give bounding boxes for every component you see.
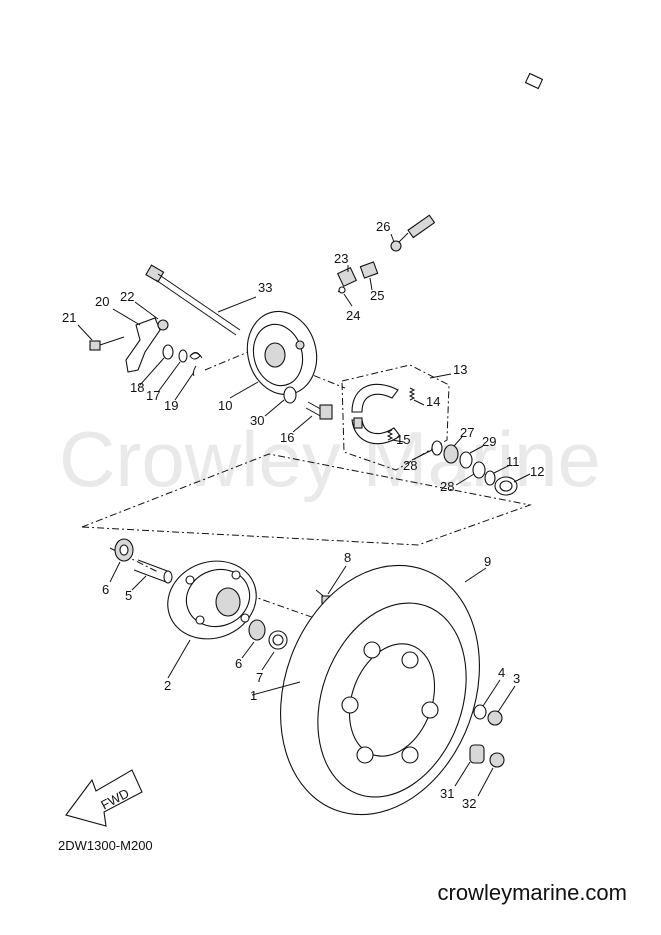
part-25-fitting <box>359 261 379 279</box>
callout-6: 6 <box>102 582 109 597</box>
part-20-cam-lever <box>125 317 161 373</box>
part-9-tire-and-wheel <box>280 564 480 816</box>
part-11-washer <box>484 470 496 486</box>
callout-15: 15 <box>396 432 410 447</box>
part-18-washer <box>162 344 174 360</box>
callout-25: 25 <box>370 288 384 303</box>
watermark-text: Crowley Marine <box>59 415 601 503</box>
callout-26: 26 <box>376 219 390 234</box>
part-6-bearing-2 <box>248 619 266 641</box>
callout-11: 11 <box>506 454 520 469</box>
callout-28b: 28 <box>440 479 454 494</box>
fwd-arrow-icon: FWD <box>65 769 143 827</box>
part-21-bolt <box>89 336 125 351</box>
callout-20: 20 <box>95 294 109 309</box>
part-3-nut <box>487 710 503 726</box>
callout-2: 2 <box>164 678 171 693</box>
part-29-washer <box>459 451 473 469</box>
part-16-camshaft <box>305 401 333 420</box>
part-28-washer <box>431 440 443 456</box>
callout-22: 22 <box>120 289 134 304</box>
callout-23: 23 <box>334 251 348 266</box>
callout-16: 16 <box>280 430 294 445</box>
part-22-nut <box>157 319 169 331</box>
part-27-gear <box>443 444 459 464</box>
callout-5: 5 <box>125 588 132 603</box>
callout-labels: 1 2 3 4 5 6 6 7 8 9 10 11 12 13 14 15 16… <box>62 219 544 811</box>
part-26-nut <box>390 240 402 252</box>
callout-12: 12 <box>530 464 544 479</box>
part-4-washer <box>473 704 487 720</box>
callout-17: 17 <box>146 388 160 403</box>
part-2-hub <box>167 560 257 640</box>
part-28-washer-2 <box>472 461 486 479</box>
part-14-spring <box>408 387 416 401</box>
part-5-collar <box>133 559 173 584</box>
callout-28: 28 <box>403 458 417 473</box>
callout-18: 18 <box>130 380 144 395</box>
callout-13: 13 <box>453 362 467 377</box>
part-10-brake-plate <box>246 310 318 396</box>
callout-7: 7 <box>256 670 263 685</box>
callout-29: 29 <box>482 434 496 449</box>
part-17-washer <box>178 349 188 363</box>
part-31-collar <box>469 744 485 764</box>
callout-3: 3 <box>513 671 520 686</box>
part-15-spring <box>386 429 394 441</box>
part-33-axle <box>145 264 241 336</box>
leader-lines <box>77 233 531 797</box>
speedometer-cable <box>397 72 544 244</box>
callout-1: 1 <box>250 688 257 703</box>
callout-33: 33 <box>258 280 272 295</box>
part-19-spring <box>189 352 203 377</box>
part-13-brake-shoes <box>351 383 401 445</box>
callout-24: 24 <box>346 308 360 323</box>
diagram-code: 2DW1300-M200 <box>58 838 153 853</box>
callout-4: 4 <box>498 665 505 680</box>
callout-10: 10 <box>218 398 232 413</box>
callout-6b: 6 <box>235 656 242 671</box>
part-30-o-ring <box>283 386 297 404</box>
site-url[interactable]: crowleymarine.com <box>438 880 628 905</box>
callout-14: 14 <box>426 394 440 409</box>
callout-19: 19 <box>164 398 178 413</box>
callout-9: 9 <box>484 554 491 569</box>
callout-21: 21 <box>62 310 76 325</box>
callout-8: 8 <box>344 550 351 565</box>
part-23-gear <box>336 266 358 288</box>
part-24-washer <box>338 286 346 294</box>
callout-32: 32 <box>462 796 476 811</box>
callout-27: 27 <box>460 425 474 440</box>
callout-31: 31 <box>440 786 454 801</box>
callout-30: 30 <box>250 413 264 428</box>
part-32-nut <box>489 752 505 768</box>
